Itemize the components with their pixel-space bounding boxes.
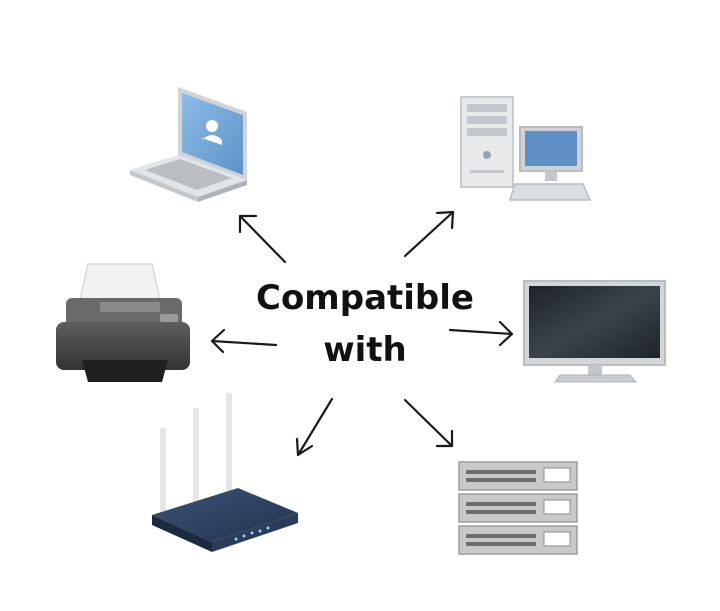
printer-icon xyxy=(56,263,190,382)
arrows xyxy=(210,210,514,457)
arrow-to-monitor xyxy=(448,320,514,347)
arrow-to-laptop xyxy=(238,214,287,264)
center-title-line2: with xyxy=(323,330,407,370)
center-title: Compatible with xyxy=(215,272,515,376)
monitor-icon xyxy=(523,280,666,383)
arrow-to-desktop xyxy=(403,210,455,258)
arrow-to-server xyxy=(403,398,454,448)
arrow-to-router xyxy=(295,397,334,457)
router-icon xyxy=(152,393,298,552)
server-rack-icon xyxy=(458,461,578,555)
center-title-line1: Compatible xyxy=(256,278,474,318)
laptop-icon xyxy=(130,87,247,202)
arrow-to-printer xyxy=(210,328,278,354)
desktop-computer-icon xyxy=(460,96,592,201)
